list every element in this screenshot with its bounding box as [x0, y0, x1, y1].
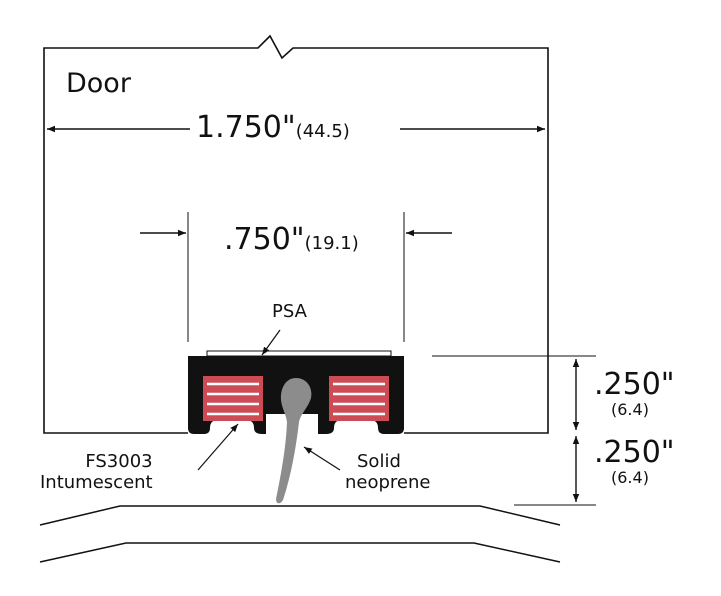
gap-height-label: .250" (6.4)	[594, 438, 675, 488]
overall-width-imperial: 1.750"	[196, 110, 296, 145]
seal-width-imperial: .750"	[224, 222, 305, 257]
seal-width-metric: (19.1)	[304, 233, 359, 254]
door-outline	[43, 34, 549, 434]
door-label: Door	[66, 68, 131, 99]
intumescent-pad-left	[203, 376, 263, 421]
neoprene-label: Solid neoprene	[345, 451, 431, 493]
seal-width-label: .750"(19.1)	[224, 225, 359, 255]
neoprene-fin	[276, 378, 312, 504]
neoprene-leader	[303, 446, 341, 471]
intumescent-label-line2: Intumescent	[40, 471, 153, 493]
gap-height-metric: (6.4)	[611, 468, 649, 487]
neoprene-label-line2: neoprene	[345, 471, 431, 493]
intumescent-label: FS3003 Intumescent	[40, 451, 153, 493]
seal-height-imperial: .250"	[594, 367, 675, 402]
gap-height-imperial: .250"	[594, 435, 675, 470]
psa-leader	[261, 329, 281, 356]
intumescent-pad-right	[329, 376, 389, 421]
seal-height-metric: (6.4)	[611, 400, 649, 419]
seal-height-label: .250" (6.4)	[594, 370, 675, 420]
threshold-top	[39, 505, 561, 526]
psa-adhesive-strip	[206, 350, 392, 357]
threshold-bottom	[39, 542, 561, 563]
overall-width-metric: (44.5)	[295, 121, 350, 142]
intumescent-label-line1: FS3003	[85, 451, 153, 472]
psa-label: PSA	[272, 301, 307, 322]
overall-width-label: 1.750"(44.5)	[196, 113, 350, 143]
neoprene-label-line1: Solid	[357, 451, 401, 472]
intumescent-leader	[197, 423, 239, 471]
